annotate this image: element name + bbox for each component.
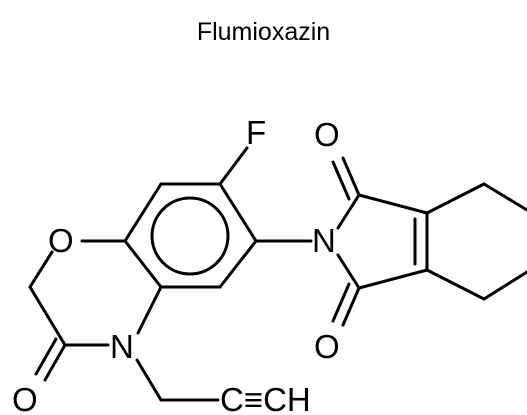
- aromatic-circle: [150, 196, 230, 276]
- bond-imide-carbonyl-bottom-a: [341, 286, 361, 327]
- lactam-nitrogen-atom: N: [110, 328, 134, 365]
- bond-c3-c4: [357, 268, 429, 290]
- ring-oxygen-atom: O: [48, 222, 74, 259]
- imide-oxygen-bottom-atom: O: [314, 328, 340, 365]
- bond-hex-bottom-1: [425, 268, 486, 301]
- bond-oring-ch2: [28, 250, 54, 289]
- bond-c-f: [218, 146, 249, 186]
- bond-c1-c2: [357, 193, 429, 215]
- bond-ch2-co: [28, 285, 67, 347]
- bond-lactam-carbonyl-a: [43, 343, 67, 382]
- imide-oxygen-top-atom: O: [314, 116, 340, 153]
- imide-ring: [336, 193, 429, 290]
- benzene-ring: [123, 182, 258, 289]
- fluorine-atom: F: [246, 114, 266, 151]
- bond-lactam-carbonyl-b: [34, 337, 58, 376]
- bond-c5-c6: [123, 182, 163, 243]
- bond-imide-carbonyl-top-a: [341, 156, 361, 197]
- lactam-oxygen-atom: O: [12, 381, 38, 415]
- cyclohexene-ring: [425, 182, 527, 301]
- propargyl-group: C≡CH: [220, 381, 311, 415]
- bond-imide-carbonyl-top-b: [331, 160, 351, 201]
- bond-hex-top-2: [482, 182, 527, 212]
- oxazinone-ring: [28, 239, 163, 347]
- bond-c2-c3: [218, 239, 258, 289]
- bond-n-ch2: [135, 358, 163, 402]
- bond-nlactam-c: [136, 285, 163, 335]
- imide-nitrogen-atom: N: [312, 222, 336, 259]
- bond-c4-c5: [123, 239, 163, 289]
- bond-c1-c2: [218, 182, 258, 243]
- bond-hex-top-1: [425, 182, 486, 215]
- bond-n-c1: [336, 193, 361, 230]
- bond-hex-bottom-2: [482, 270, 527, 301]
- bond-imide-carbonyl-bottom-b: [331, 282, 351, 323]
- page-title: Flumioxazin: [196, 18, 331, 46]
- bond-c4-n: [336, 253, 361, 290]
